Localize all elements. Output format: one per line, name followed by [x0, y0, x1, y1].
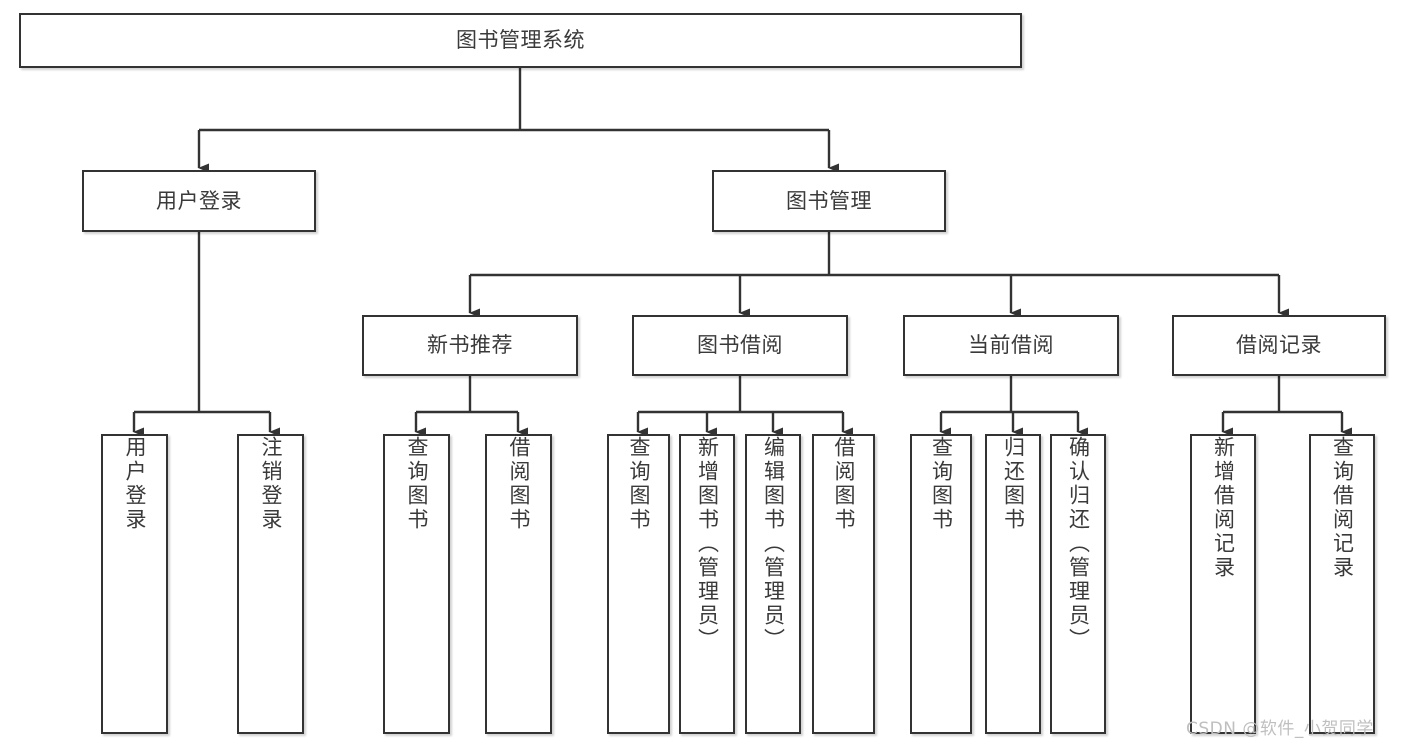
node-leaf-7-label: 编辑图书（管理员）: [761, 436, 786, 652]
node-leaf-10[interactable]: 归还图书: [985, 434, 1041, 734]
node-level3-2[interactable]: 图书借阅: [632, 315, 848, 376]
node-leaf-9-label: 查询图书: [929, 436, 954, 532]
node-root-label: 图书管理系统: [456, 28, 585, 53]
node-level2-1[interactable]: 用户登录: [82, 170, 316, 232]
node-root[interactable]: 图书管理系统: [19, 13, 1022, 68]
node-leaf-12[interactable]: 新增借阅记录: [1190, 434, 1256, 734]
node-leaf-8-label: 借阅图书: [832, 436, 856, 532]
node-level3-4-label: 借阅记录: [1236, 333, 1322, 358]
node-level3-1-label: 新书推荐: [427, 333, 513, 358]
node-leaf-2-label: 注销登录: [259, 436, 283, 532]
node-leaf-10-label: 归还图书: [1001, 436, 1026, 532]
node-leaf-11[interactable]: 确认归还（管理员）: [1050, 434, 1106, 734]
node-leaf-3-label: 查询图书: [405, 436, 429, 532]
node-level2-2[interactable]: 图书管理: [712, 170, 946, 232]
node-leaf-9[interactable]: 查询图书: [910, 434, 972, 734]
node-leaf-8[interactable]: 借阅图书: [812, 434, 875, 734]
node-level2-2-label: 图书管理: [786, 188, 872, 213]
node-level2-1-label: 用户登录: [156, 188, 242, 213]
node-leaf-1-label: 用户登录: [123, 436, 147, 532]
node-leaf-12-label: 新增借阅记录: [1211, 436, 1236, 580]
node-level3-3-label: 当前借阅: [968, 333, 1054, 358]
node-leaf-4[interactable]: 借阅图书: [485, 434, 552, 734]
node-leaf-6[interactable]: 新增图书（管理员）: [679, 434, 735, 734]
node-leaf-4-label: 借阅图书: [507, 436, 531, 532]
node-leaf-5-label: 查询图书: [627, 436, 651, 532]
node-leaf-11-label: 确认归还（管理员）: [1066, 436, 1091, 652]
node-leaf-1[interactable]: 用户登录: [101, 434, 168, 734]
node-level3-2-label: 图书借阅: [697, 333, 783, 358]
node-leaf-13[interactable]: 查询借阅记录: [1309, 434, 1375, 734]
node-level3-4[interactable]: 借阅记录: [1172, 315, 1386, 376]
node-leaf-2[interactable]: 注销登录: [237, 434, 304, 734]
node-level3-3[interactable]: 当前借阅: [903, 315, 1119, 376]
node-leaf-7[interactable]: 编辑图书（管理员）: [745, 434, 801, 734]
node-leaf-5[interactable]: 查询图书: [607, 434, 670, 734]
node-leaf-13-label: 查询借阅记录: [1330, 436, 1355, 580]
node-level3-1[interactable]: 新书推荐: [362, 315, 578, 376]
node-leaf-6-label: 新增图书（管理员）: [695, 436, 720, 652]
node-leaf-3[interactable]: 查询图书: [383, 434, 450, 734]
